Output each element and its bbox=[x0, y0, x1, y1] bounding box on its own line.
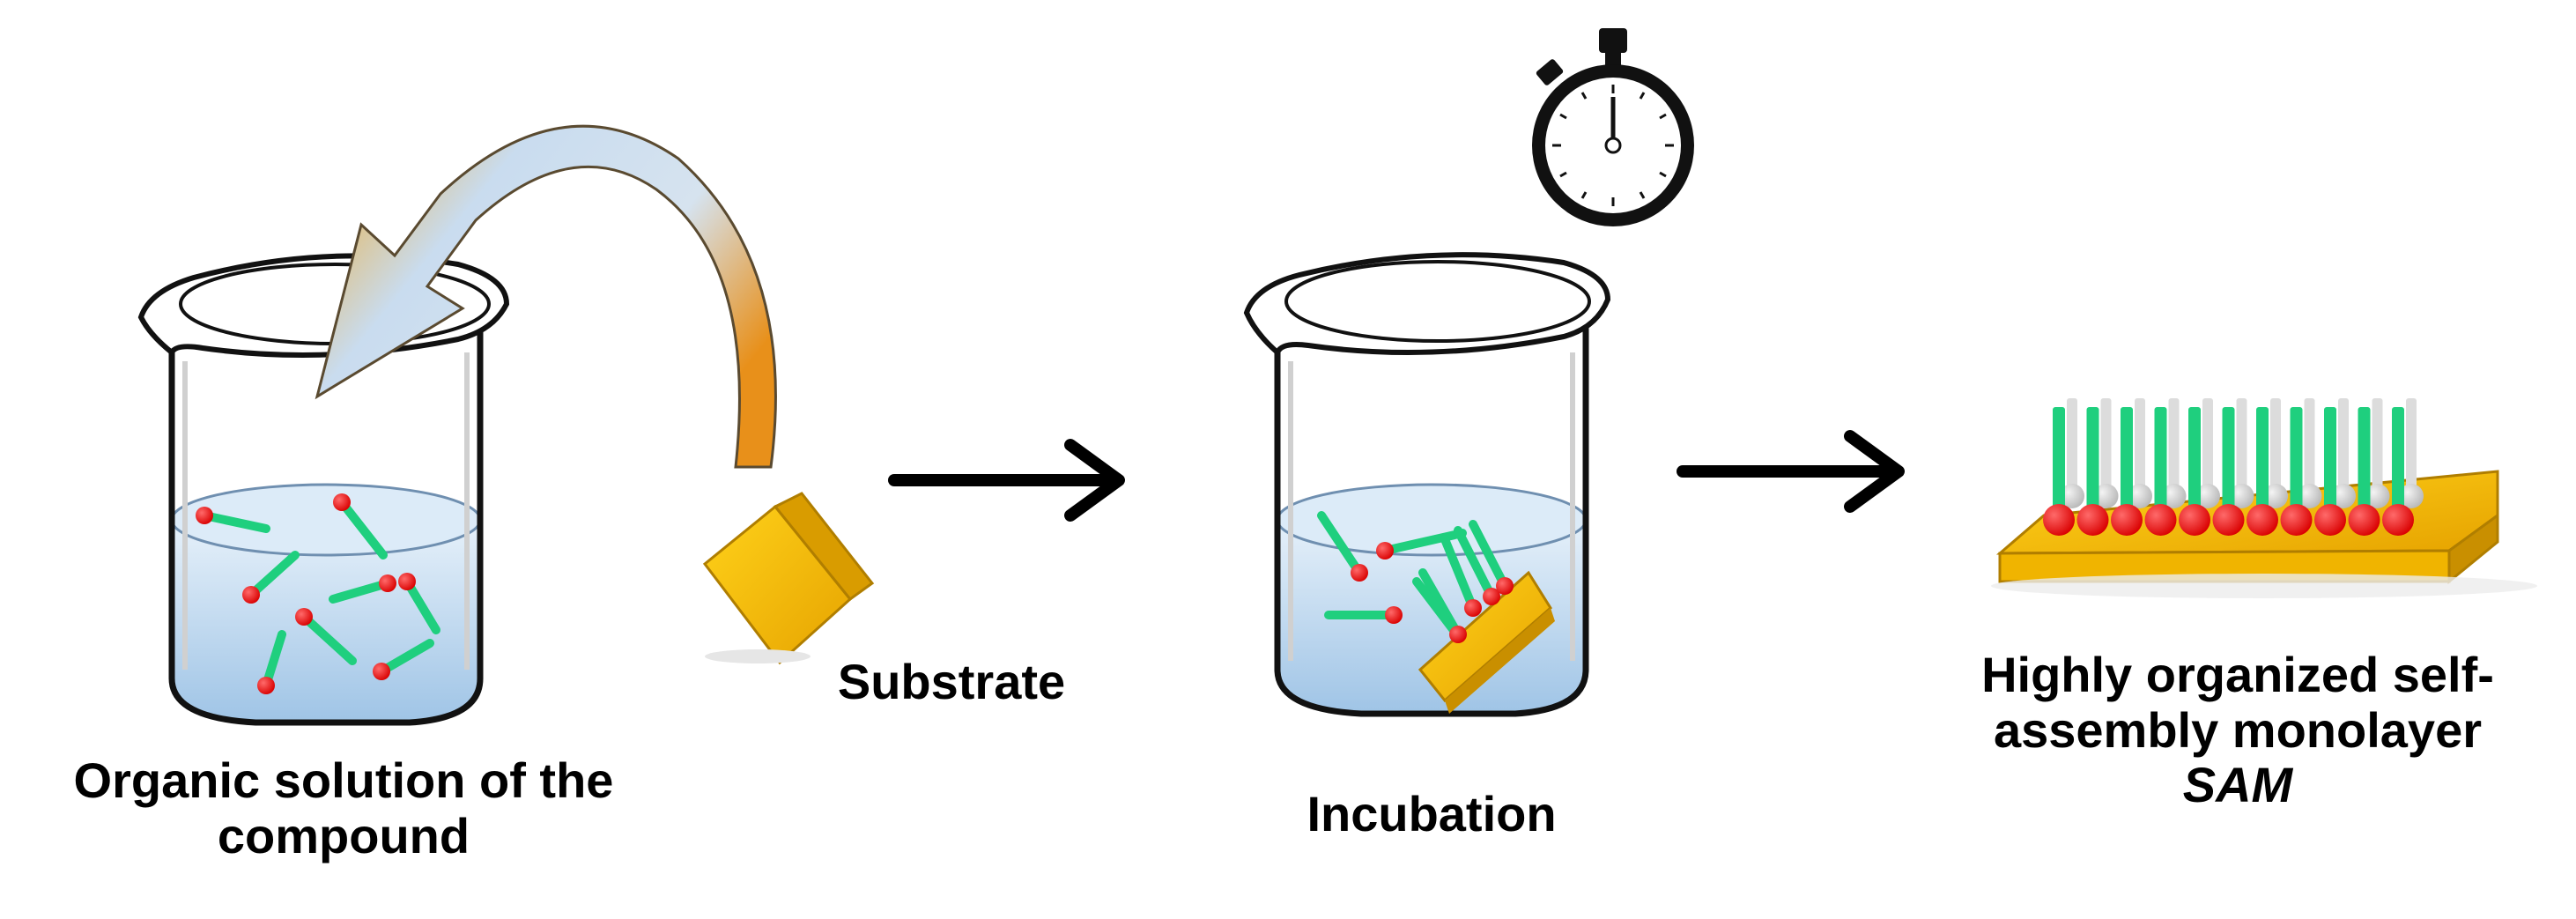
sam-back-tail bbox=[2067, 398, 2077, 495]
sam-back-head bbox=[2093, 484, 2119, 508]
sam-back-tail bbox=[2100, 398, 2112, 495]
sam-back-tail bbox=[2202, 398, 2213, 495]
sam-head bbox=[2314, 504, 2346, 536]
sam-back-head bbox=[2263, 484, 2288, 508]
sam-back-head bbox=[2365, 484, 2390, 508]
sam-head bbox=[2144, 504, 2177, 536]
molecules-in-solution bbox=[196, 493, 440, 694]
sam-head bbox=[2111, 504, 2143, 536]
solution-label: Organic solution of the compound bbox=[18, 752, 670, 863]
sam-back-head bbox=[2297, 484, 2322, 508]
sam-label-line-1: Highly organized self- bbox=[1981, 647, 2494, 702]
sam-tail bbox=[2222, 407, 2235, 517]
sam-head bbox=[2212, 504, 2245, 536]
sam-head bbox=[2382, 504, 2414, 536]
sam-tail bbox=[2358, 407, 2371, 517]
sam-tail bbox=[2324, 407, 2336, 517]
sam-head bbox=[2280, 504, 2313, 536]
sam-label-line-2: assembly monolayer bbox=[1993, 701, 2483, 758]
sam-back-tail bbox=[2168, 398, 2180, 495]
sam-back-tail bbox=[2372, 398, 2383, 495]
sam-tail bbox=[2154, 407, 2167, 517]
sam-back-tail bbox=[2338, 398, 2349, 495]
sam-back-tail bbox=[2270, 398, 2281, 495]
sam-back-tail bbox=[2236, 398, 2247, 495]
molecules-in-solution bbox=[1317, 511, 1514, 643]
sam-head bbox=[2043, 504, 2075, 536]
stopwatch-icon bbox=[1532, 28, 1694, 226]
solution-label-line-2: compound bbox=[217, 807, 470, 863]
sam-back-head bbox=[2331, 484, 2356, 508]
incubation-label: Incubation bbox=[1307, 786, 1557, 841]
sam-head bbox=[2179, 504, 2210, 536]
sam-tail bbox=[2392, 407, 2404, 517]
sam-back-head bbox=[2229, 484, 2254, 508]
sam-tail bbox=[2086, 407, 2099, 517]
sam-back-head bbox=[2195, 484, 2220, 508]
sam-back-head bbox=[2128, 484, 2152, 508]
beaker-icon bbox=[137, 253, 510, 726]
curved-arrow-icon bbox=[315, 124, 777, 469]
sam-tail bbox=[2121, 407, 2133, 517]
sam-tail bbox=[2290, 407, 2303, 517]
sam-head bbox=[2348, 504, 2380, 536]
sam-back-tail bbox=[2304, 398, 2315, 495]
substrate-cube-icon bbox=[702, 492, 875, 665]
process-arrow-icon bbox=[888, 439, 1125, 522]
solution-label-line-1: Organic solution of the bbox=[73, 752, 614, 808]
sam-tail bbox=[2053, 407, 2065, 517]
sam-label: Highly organized self- assembly monolaye… bbox=[1912, 647, 2564, 813]
sam-head bbox=[2076, 504, 2109, 536]
sam-back-tail bbox=[2135, 398, 2145, 495]
sam-back-head bbox=[2399, 484, 2424, 508]
process-arrow-icon bbox=[1677, 430, 1905, 513]
sam-back-head bbox=[2060, 484, 2084, 508]
sam-back-tail bbox=[2406, 398, 2417, 495]
sam-monolayer bbox=[1991, 398, 2537, 598]
beaker-icon bbox=[1243, 252, 1611, 717]
sam-back-head bbox=[2161, 484, 2187, 508]
sam-tail bbox=[2188, 407, 2201, 517]
substrate-label: Substrate bbox=[837, 654, 1066, 709]
sam-label-line-3: SAM bbox=[2182, 757, 2293, 813]
sam-tail bbox=[2256, 407, 2269, 517]
sam-head bbox=[2247, 504, 2278, 536]
